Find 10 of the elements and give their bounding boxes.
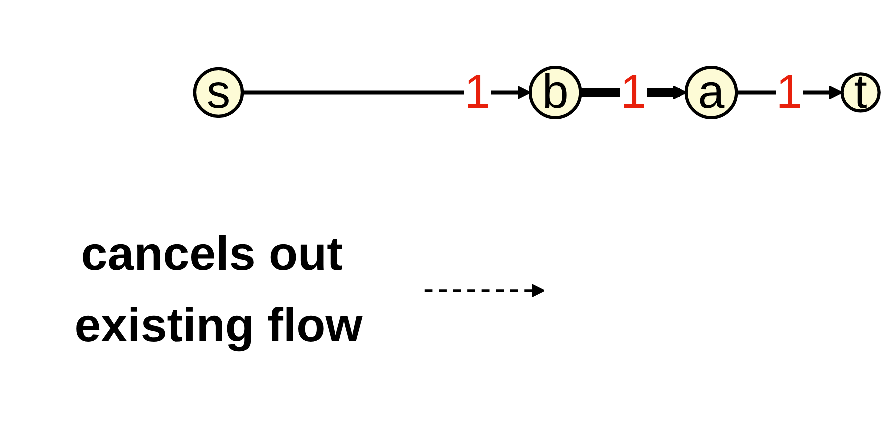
edge-label: 1 — [776, 66, 803, 119]
node-circle: a — [684, 66, 738, 120]
node-circle: b — [528, 66, 582, 120]
edge-label: 1 — [464, 66, 491, 119]
node-circle: s — [193, 67, 244, 118]
node-circle: t — [840, 72, 881, 113]
arrow — [424, 284, 546, 298]
node-text: cancels out existing flow — [74, 229, 363, 353]
edge-label: 1 — [620, 66, 647, 119]
arrow — [242, 86, 532, 100]
